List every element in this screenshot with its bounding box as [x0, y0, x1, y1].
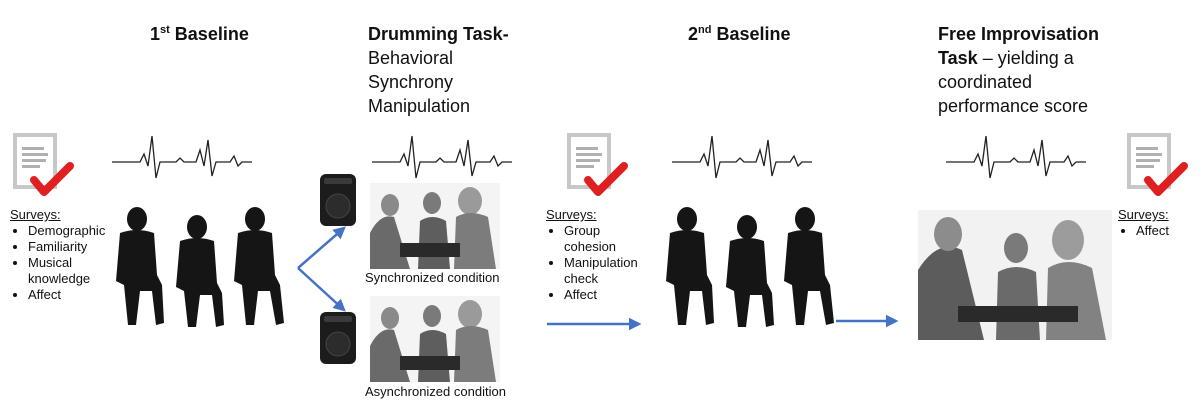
- document-icon: [1127, 133, 1188, 196]
- survey-item: Affect: [1136, 223, 1198, 239]
- survey-item: Familiarity: [28, 239, 110, 255]
- speaker-icon: [320, 312, 356, 364]
- participant-silhouette: [116, 207, 164, 325]
- branch-arrows: [297, 226, 346, 312]
- document-icon: [13, 133, 74, 196]
- survey-item: Affect: [564, 287, 646, 303]
- surveys-heading: Surveys:: [546, 207, 597, 222]
- checkmark-icon: [584, 162, 628, 196]
- improvisation-image: [918, 210, 1112, 340]
- checkmark-icon: [30, 162, 74, 196]
- drumming-title: Drumming Task- Behavioral Synchrony Mani…: [368, 24, 509, 116]
- participant-silhouette: [726, 215, 774, 327]
- heartbeat-icon: [946, 135, 1086, 179]
- surveys-baseline2: Surveys: Group cohesion Manipulation che…: [546, 207, 646, 303]
- survey-item: Musical knowledge: [28, 255, 90, 287]
- improv-title: Free Improvisation Task – yielding a coo…: [938, 24, 1100, 116]
- survey-item: Demographic: [28, 223, 110, 239]
- asynchronized-drumming-image: [370, 296, 500, 382]
- surveys-baseline1: Surveys: Demographic Familiarity Musical…: [10, 207, 110, 303]
- checkmark-icon: [1144, 162, 1188, 196]
- synchronized-condition-label: Synchronized condition: [365, 270, 500, 285]
- participant-silhouette: [176, 215, 224, 327]
- survey-item: Group cohesion: [564, 223, 620, 255]
- heartbeat-icon: [372, 135, 512, 179]
- surveys-heading: Surveys:: [10, 207, 61, 222]
- synchronized-drumming-image: [370, 183, 500, 269]
- arrow-icon: [297, 226, 346, 269]
- seated-participants-baseline1: [116, 207, 284, 327]
- baseline1-title: 1st Baseline: [150, 24, 249, 44]
- heartbeat-icon: [672, 135, 812, 179]
- participant-silhouette: [234, 207, 284, 325]
- survey-item: Affect: [28, 287, 110, 303]
- survey-item: Manipulation check: [564, 255, 644, 287]
- document-icon: [567, 133, 628, 196]
- flow-arrow-to-improv: [836, 314, 899, 328]
- arrow-icon: [297, 267, 346, 312]
- flow-arrow-to-baseline2: [547, 317, 642, 331]
- participant-silhouette: [784, 207, 834, 325]
- baseline2-title: 2nd Baseline: [688, 24, 791, 44]
- asynchronized-condition-label: Asynchronized condition: [365, 384, 506, 399]
- surveys-improv: Surveys: Affect: [1118, 207, 1198, 239]
- speaker-icon: [320, 174, 356, 226]
- surveys-heading: Surveys:: [1118, 207, 1169, 222]
- seated-participants-baseline2: [666, 207, 834, 327]
- participant-silhouette: [666, 207, 714, 325]
- heartbeat-icon: [112, 135, 252, 179]
